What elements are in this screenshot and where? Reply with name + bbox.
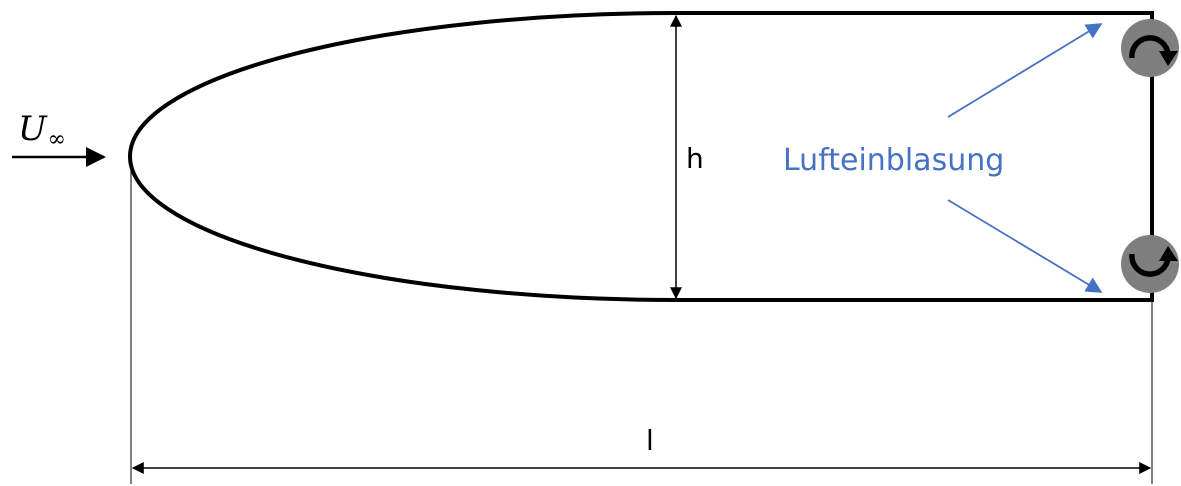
upper-nozzle [1121, 19, 1179, 77]
rotate-counterclockwise-icon [1129, 246, 1178, 277]
height-label: h [686, 142, 704, 175]
length-label: l [646, 424, 654, 457]
rotate-clockwise-icon [1129, 35, 1178, 66]
lower-injection-arrow [947, 199, 1103, 293]
air-injection-label: Lufteinblasung [783, 143, 1004, 178]
lower-nozzle [1121, 235, 1179, 293]
freestream-label: U∞ [18, 109, 66, 152]
upper-injection-arrow [947, 23, 1103, 118]
